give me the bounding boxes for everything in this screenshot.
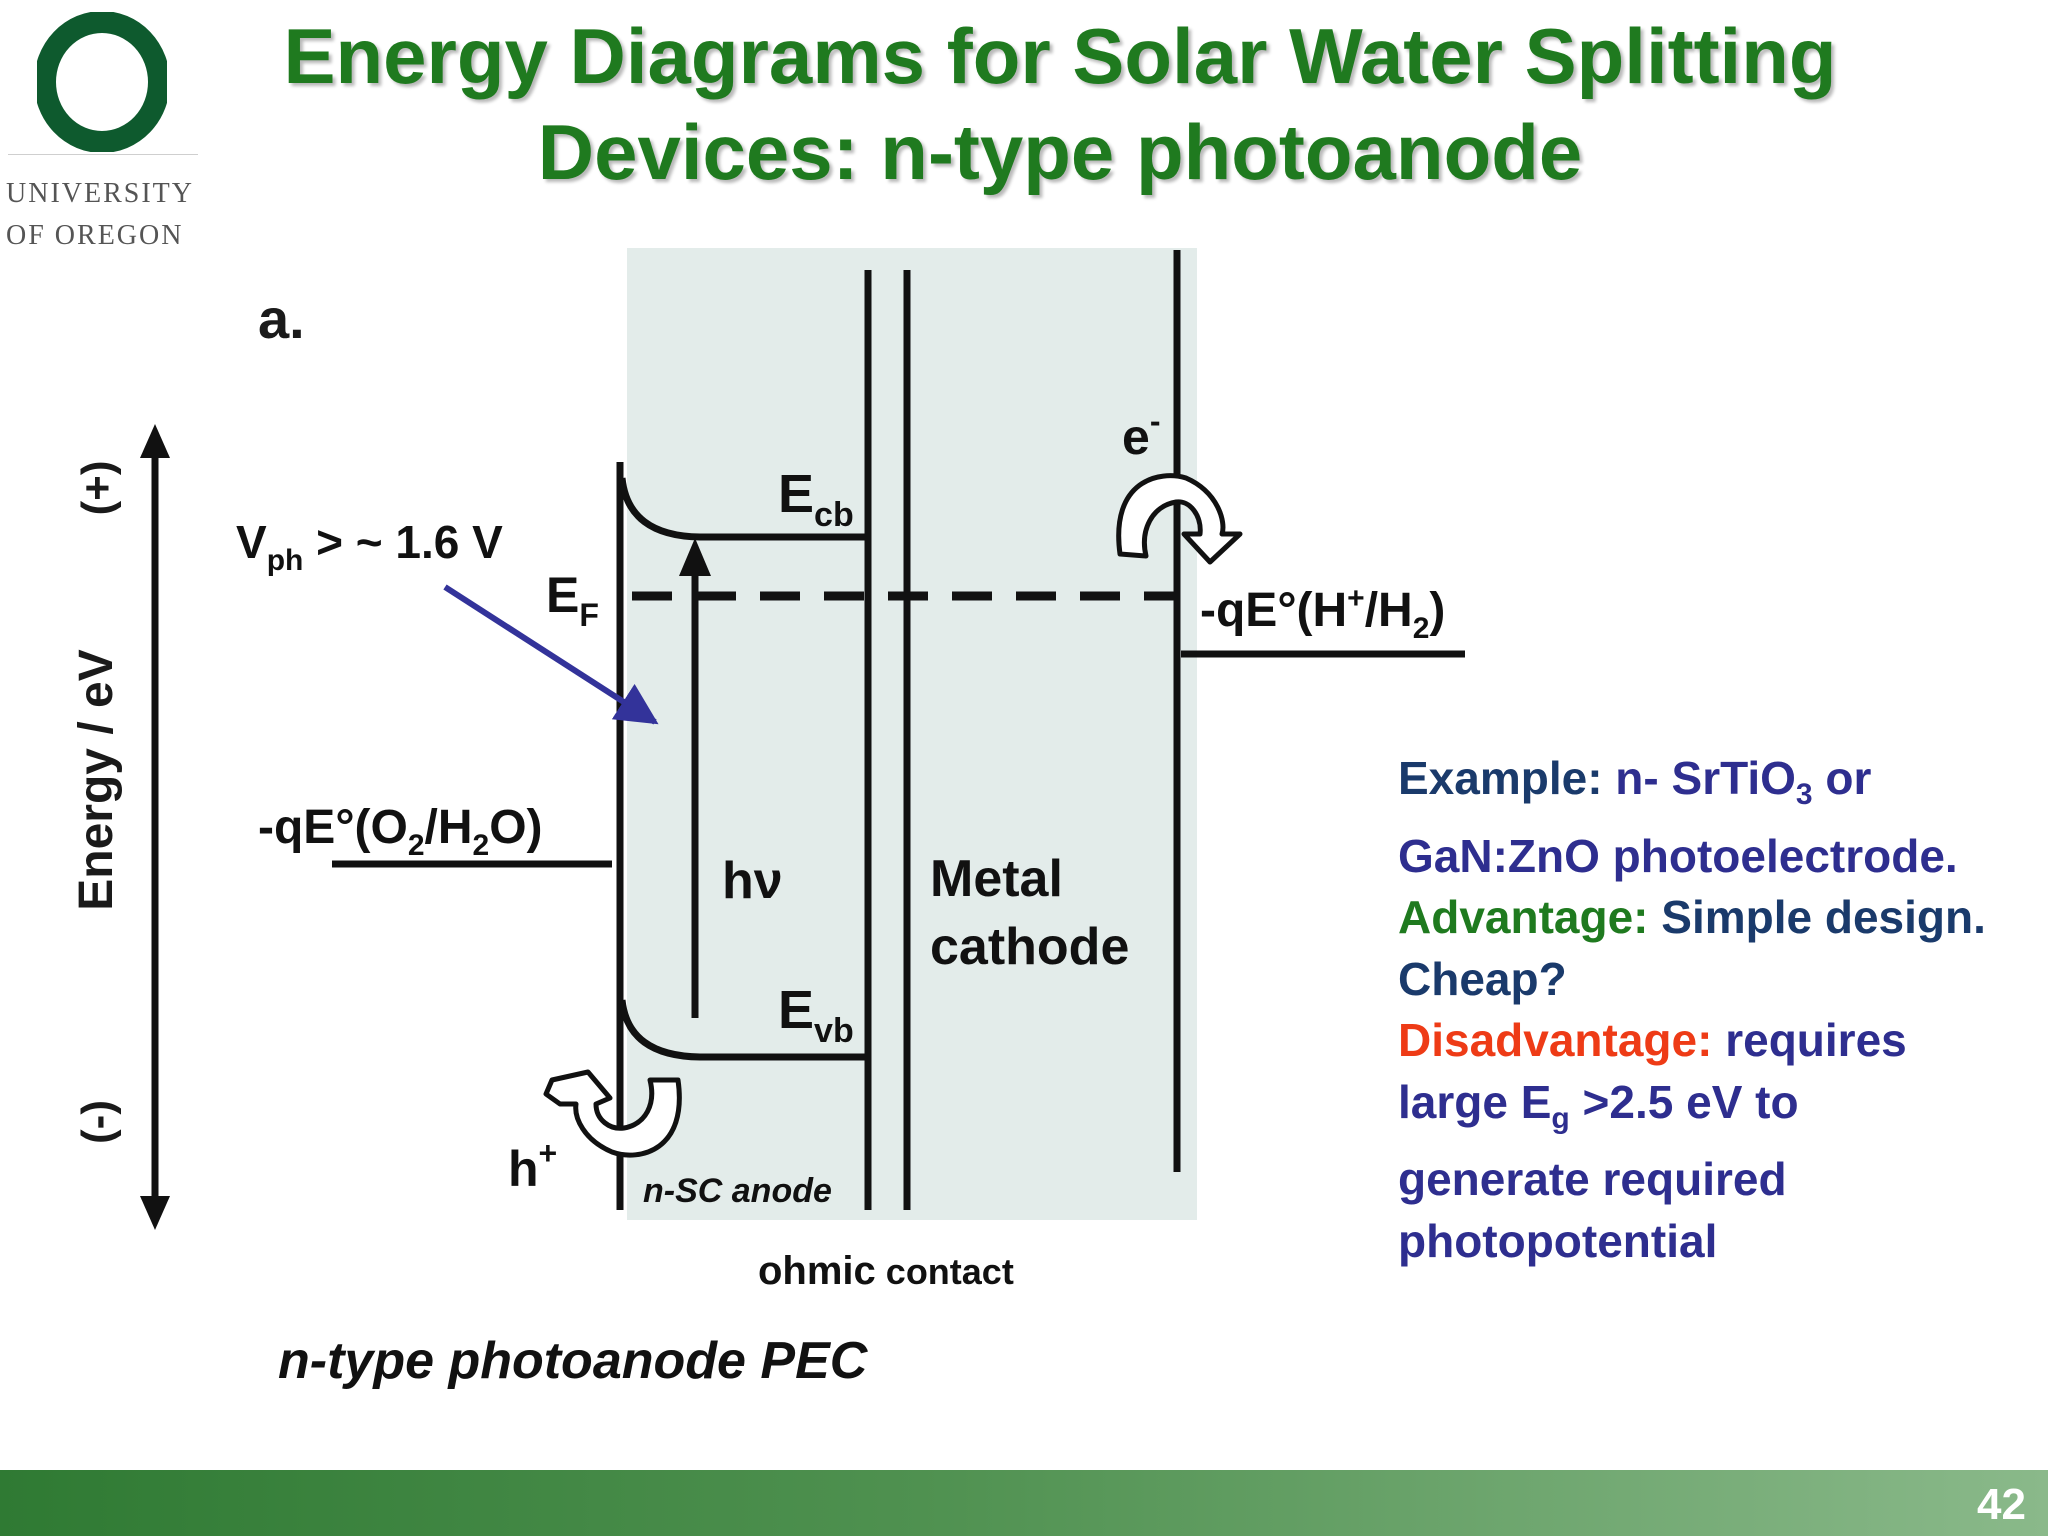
valence-band-label: Evb: [778, 980, 854, 1050]
photovoltage-label: Vph > ~ 1.6 V: [236, 516, 503, 577]
slide-title: Energy Diagrams for Solar Water Splittin…: [200, 8, 1920, 200]
logo-text-university: UNIVERSITY: [6, 178, 194, 209]
page-number: 42: [1977, 1480, 2026, 1529]
logo-divider: [8, 154, 198, 155]
example-text: n- SrTiO: [1602, 752, 1796, 804]
valence-band-edge: [618, 999, 868, 1061]
university-logo: UNIVERSITY OF OREGON: [0, 0, 210, 260]
axis-label-minus: (-): [73, 1100, 122, 1144]
disadvantage-label: Disadvantage:: [1398, 1014, 1713, 1067]
disadvantage-text: requires large E: [1398, 1014, 1907, 1128]
axis-label-plus: (+): [73, 461, 122, 516]
device-panel-background: [627, 248, 1197, 1220]
logo-text-oregon: OF OREGON: [6, 220, 184, 251]
electron-label: e-: [1122, 403, 1160, 465]
disadvantage-text-continued: >2.5 eV to generate required photopotent…: [1398, 1075, 1799, 1267]
notes-block: Example: n- SrTiO3 or GaN:ZnO photoelect…: [1398, 748, 1998, 1272]
h-h2-potential-label: -qE°(H+/H2): [1200, 582, 1445, 645]
semiconductor-anode-label: n-SC anode: [643, 1172, 832, 1210]
university-o-logo-icon: [37, 12, 167, 152]
axis-label-energy: Energy / eV: [70, 649, 123, 910]
fermi-level-label: EF: [546, 567, 599, 633]
example-text-continued: or GaN:ZnO photoelectrode.: [1398, 752, 1958, 882]
energy-axis-arrowhead-down: [140, 1196, 170, 1230]
hole-transfer-arrow-icon: [543, 1069, 682, 1158]
disadvantage-subscript: g: [1551, 1101, 1570, 1135]
photon-arrow-head: [679, 538, 711, 576]
slide-title-line-2: Devices: n-type photoanode: [537, 108, 1583, 196]
slide-title-line-1: Energy Diagrams for Solar Water Splittin…: [283, 12, 1837, 100]
electron-transfer-arrow-icon: [1116, 473, 1243, 565]
energy-axis: [140, 424, 170, 1230]
example-subscript: 3: [1795, 778, 1813, 812]
metal-cathode-label-line-2: cathode: [930, 918, 1129, 976]
footer-bar: 42: [0, 1470, 2048, 1536]
hole-label: h+: [508, 1135, 557, 1197]
photon-energy-label: hν: [722, 852, 783, 910]
example-label: Example:: [1398, 752, 1603, 804]
conduction-band-edge: [618, 477, 868, 541]
conduction-band-label: Ecb: [778, 464, 854, 534]
o2-h2o-potential-label: -qE°(O2/H2O): [258, 801, 543, 862]
advantage-text: Simple design. Cheap?: [1398, 891, 1986, 1005]
energy-axis-arrowhead-up: [140, 424, 170, 458]
diagram-caption: n-type photoanode PEC: [278, 1332, 869, 1390]
ohmic-contact-label: ohmic contact: [758, 1249, 1014, 1293]
metal-cathode-label-line-1: Metal: [930, 850, 1063, 908]
photovoltage-pointer-arrow: [443, 584, 659, 725]
advantage-label: Advantage:: [1398, 891, 1649, 944]
panel-label: a.: [258, 287, 305, 350]
